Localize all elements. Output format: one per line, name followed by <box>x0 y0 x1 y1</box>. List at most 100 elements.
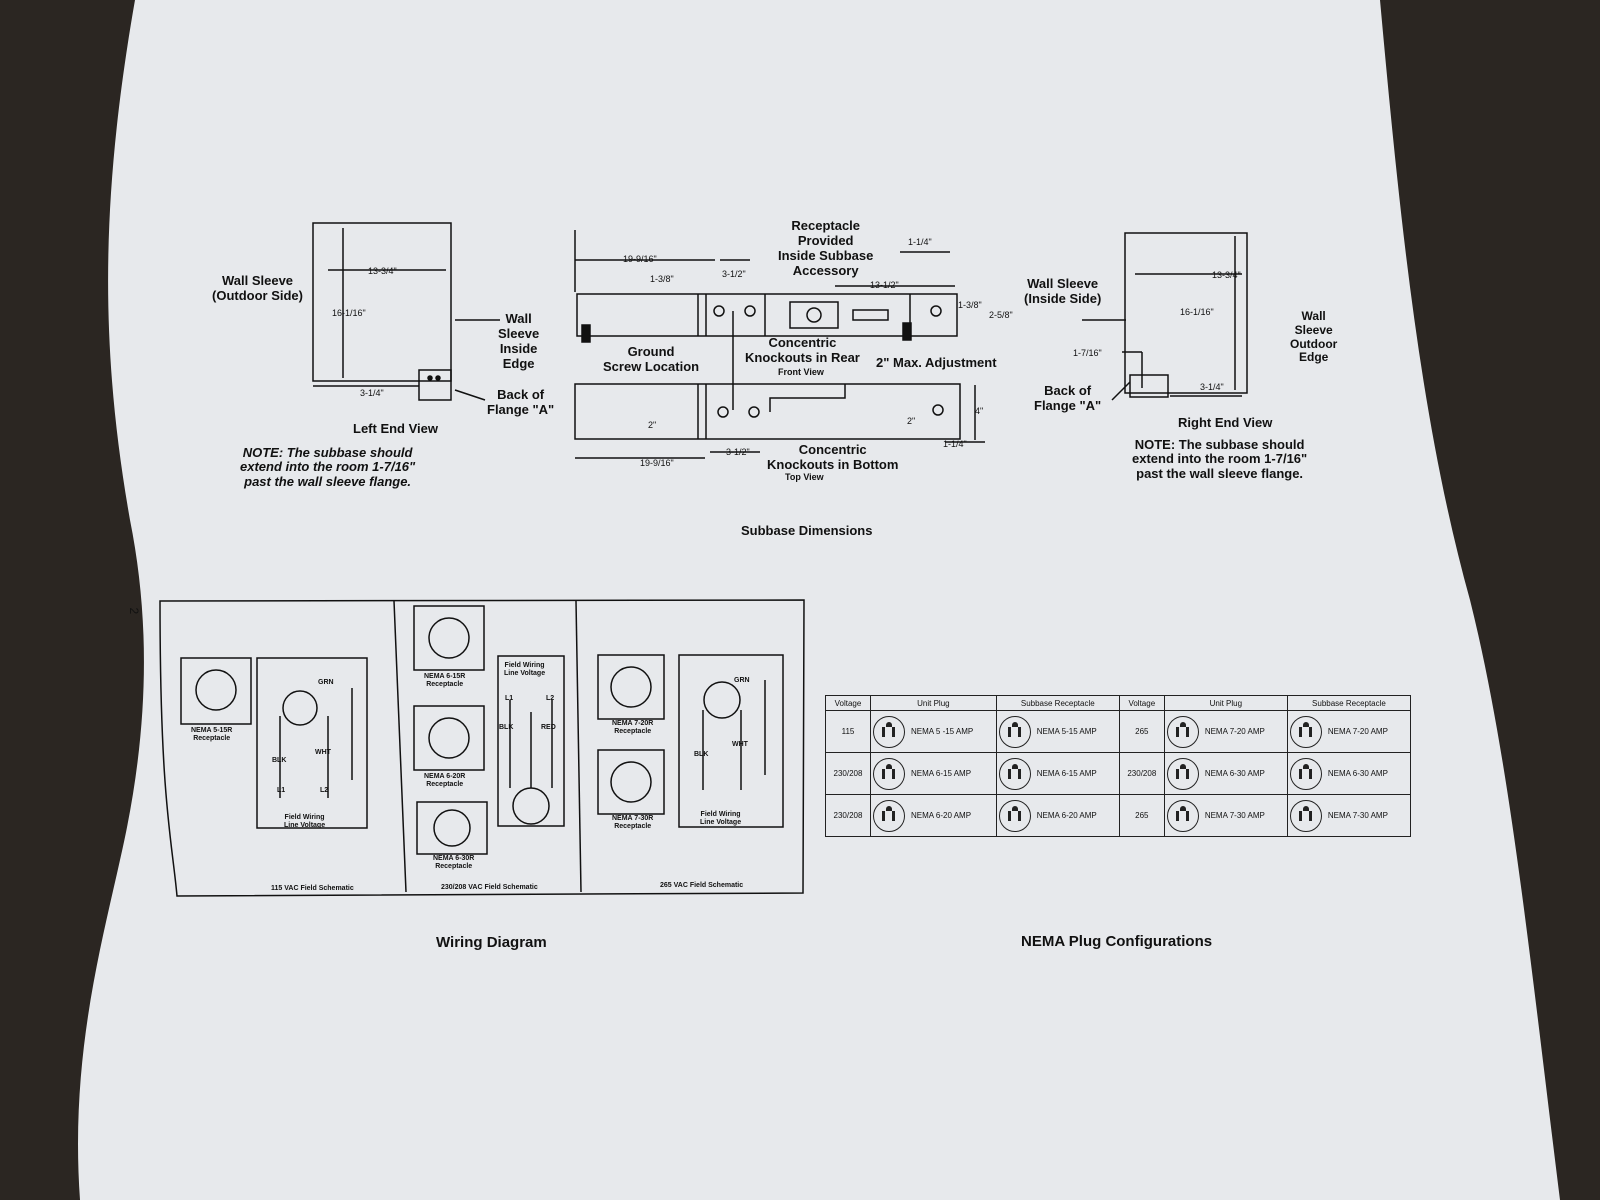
schematic-265-label: 265 VAC Field Schematic <box>660 882 744 889</box>
header-voltage-2: Voltage <box>1118 695 1165 711</box>
receptacle-icon <box>998 715 1031 748</box>
receptacle-text: NEMA 7-30 AMP <box>1327 810 1388 820</box>
unit-plug-text: NEMA 7-30 AMP <box>1204 810 1265 820</box>
right-dim-bottom: 3-1/4" <box>1200 382 1224 392</box>
voltage-cell: 230/208 <box>825 752 871 795</box>
ground-screw-label: Ground Screw Location <box>603 344 700 374</box>
right-back-of-flange-label: Back of Flange "A" <box>1034 383 1102 413</box>
right-end-view-drawing <box>1082 232 1248 401</box>
receptacle-text: NEMA 6-20 AMP <box>1036 810 1097 820</box>
field-wiring-115-label: Field Wiring Line Voltage <box>284 814 326 830</box>
table-row: 230/208 NEMA 6-15 AMP NEMA 6-15 AMP 230/… <box>825 752 1412 795</box>
unit-plug-text: NEMA 7-20 AMP <box>1204 726 1265 736</box>
unit-plug-cell: NEMA 7-20 AMP <box>1163 710 1288 753</box>
l1-label-230: L1 <box>505 695 514 702</box>
receptacle-icon <box>1289 715 1322 748</box>
plug-icon <box>873 715 905 748</box>
unit-plug-text: NEMA 5 -15 AMP <box>911 726 974 736</box>
dim-2-right: 2" <box>907 416 916 426</box>
blk-label-230: BLK <box>499 724 514 731</box>
max-adjustment-label: 2" Max. Adjustment <box>876 355 997 370</box>
dim-19-9-16-bottom: 19-9/16" <box>640 458 674 468</box>
nema-plug-table: Voltage Unit Plug Subbase Receptacle Vol… <box>825 695 1412 837</box>
schematic-230-label: 230/208 VAC Field Schematic <box>441 884 538 891</box>
front-view-label: Front View <box>778 367 824 377</box>
receptacle-icon <box>1289 799 1322 832</box>
left-end-view-title: Left End View <box>353 421 438 436</box>
right-wall-sleeve-inside-label: Wall Sleeve (Inside Side) <box>1024 276 1102 306</box>
unit-plug-cell: NEMA 6-30 AMP <box>1163 752 1288 795</box>
nema-7-30r-label: NEMA 7-30R Receptacle <box>612 815 654 831</box>
voltage-cell: 230/208 <box>825 794 871 837</box>
field-wiring-265-label: Field Wiring Line Voltage <box>700 811 742 827</box>
receptacle-icon <box>998 799 1031 832</box>
l2-label-230: L2 <box>546 695 555 702</box>
receptacle-cell: NEMA 7-20 AMP <box>1286 710 1412 753</box>
wht-label-115: WHT <box>315 749 331 756</box>
right-end-view-title: Right End View <box>1178 415 1273 430</box>
grn-label-265: GRN <box>734 677 750 684</box>
unit-plug-text: NEMA 6-30 AMP <box>1204 768 1265 778</box>
unit-plug-text: NEMA 6-20 AMP <box>911 810 972 820</box>
header-subbase-receptacle-1: Subbase Receptacle <box>995 695 1120 711</box>
receptacle-icon <box>998 757 1031 790</box>
receptacle-text: NEMA 6-30 AMP <box>1327 768 1388 778</box>
header-unit-plug-2: Unit Plug <box>1163 695 1288 711</box>
receptacle-text: NEMA 7-20 AMP <box>1327 726 1388 736</box>
left-wall-sleeve-outdoor-label: Wall Sleeve (Outdoor Side) <box>212 273 303 303</box>
left-dim-height: 16-1/16" <box>332 308 366 318</box>
right-dim-1-7-16: 1-7/16" <box>1073 348 1102 358</box>
receptacle-icon <box>1289 757 1322 790</box>
unit-plug-text: NEMA 6-15 AMP <box>911 768 972 778</box>
concentric-bottom-label: Concentric Knockouts in Bottom <box>767 442 899 472</box>
left-back-of-flange-label: Back of Flange "A" <box>487 387 555 417</box>
receptacle-cell: NEMA 6-30 AMP <box>1286 752 1412 795</box>
nema-6-30r-label: NEMA 6-30R Receptacle <box>433 855 475 871</box>
plug-icon <box>873 757 905 790</box>
voltage-cell: 265 <box>1118 710 1165 753</box>
receptacle-provided-label: Receptacle Provided Inside Subbase Acces… <box>778 218 874 278</box>
header-subbase-receptacle-2: Subbase Receptacle <box>1286 695 1412 711</box>
nema-7-20r-label: NEMA 7-20R Receptacle <box>612 720 654 736</box>
nema-header-row: Voltage Unit Plug Subbase Receptacle Vol… <box>825 695 1412 711</box>
unit-plug-cell: NEMA 5 -15 AMP <box>870 710 997 753</box>
header-voltage-1: Voltage <box>825 695 871 711</box>
dim-1-3-8-b: 1-3/8" <box>958 300 982 310</box>
unit-plug-cell: NEMA 6-15 AMP <box>870 752 997 795</box>
dim-4: 4" <box>975 406 984 416</box>
plug-icon <box>873 799 905 832</box>
blk-label-265: BLK <box>694 751 709 758</box>
nema-5-15r-label: NEMA 5-15R Receptacle <box>191 727 233 743</box>
dim-1-1-4-top: 1-1/4" <box>908 237 932 247</box>
nema-6-20r-label: NEMA 6-20R Receptacle <box>424 773 466 789</box>
field-wiring-230-label: Field Wiring Line Voltage <box>504 662 546 678</box>
left-wall-sleeve-inside-edge-label: Wall Sleeve Inside Edge <box>498 311 540 371</box>
dim-1-1-4-bottom: 1-1/4" <box>943 439 967 449</box>
receptacle-text: NEMA 6-15 AMP <box>1036 768 1097 778</box>
table-row: 230/208 NEMA 6-20 AMP NEMA 6-20 AMP 265 … <box>825 794 1412 837</box>
dim-19-9-16: 19-9/16" <box>623 254 657 264</box>
left-end-view-drawing <box>312 222 500 401</box>
left-dim-width: 13-3/4" <box>368 266 397 276</box>
dim-2-5-8: 2-5/8" <box>989 310 1013 320</box>
voltage-cell: 115 <box>825 710 871 753</box>
grn-label-115: GRN <box>318 679 334 686</box>
dim-1-3-8-a: 1-3/8" <box>650 274 674 284</box>
wiring-diagram-caption: Wiring Diagram <box>436 934 547 951</box>
dim-3-1-2-bottom: 3-1/2" <box>726 447 750 457</box>
receptacle-cell: NEMA 6-20 AMP <box>995 794 1120 837</box>
red-label-230: RED <box>541 724 556 731</box>
header-unit-plug-1: Unit Plug <box>870 695 997 711</box>
receptacle-cell: NEMA 6-15 AMP <box>995 752 1120 795</box>
wiring-diagram-drawing <box>159 599 805 897</box>
dim-2-left: 2" <box>648 420 657 430</box>
nema-6-15r-label: NEMA 6-15R Receptacle <box>424 673 466 689</box>
schematic-115-label: 115 VAC Field Schematic <box>271 885 354 892</box>
receptacle-cell: NEMA 5-15 AMP <box>995 710 1120 753</box>
l2-label-115: L2 <box>320 787 329 794</box>
subbase-dimensions-caption: Subbase Dimensions <box>741 523 873 538</box>
left-note: NOTE: The subbase should extend into the… <box>240 445 416 489</box>
blk-label-115: BLK <box>272 757 287 764</box>
